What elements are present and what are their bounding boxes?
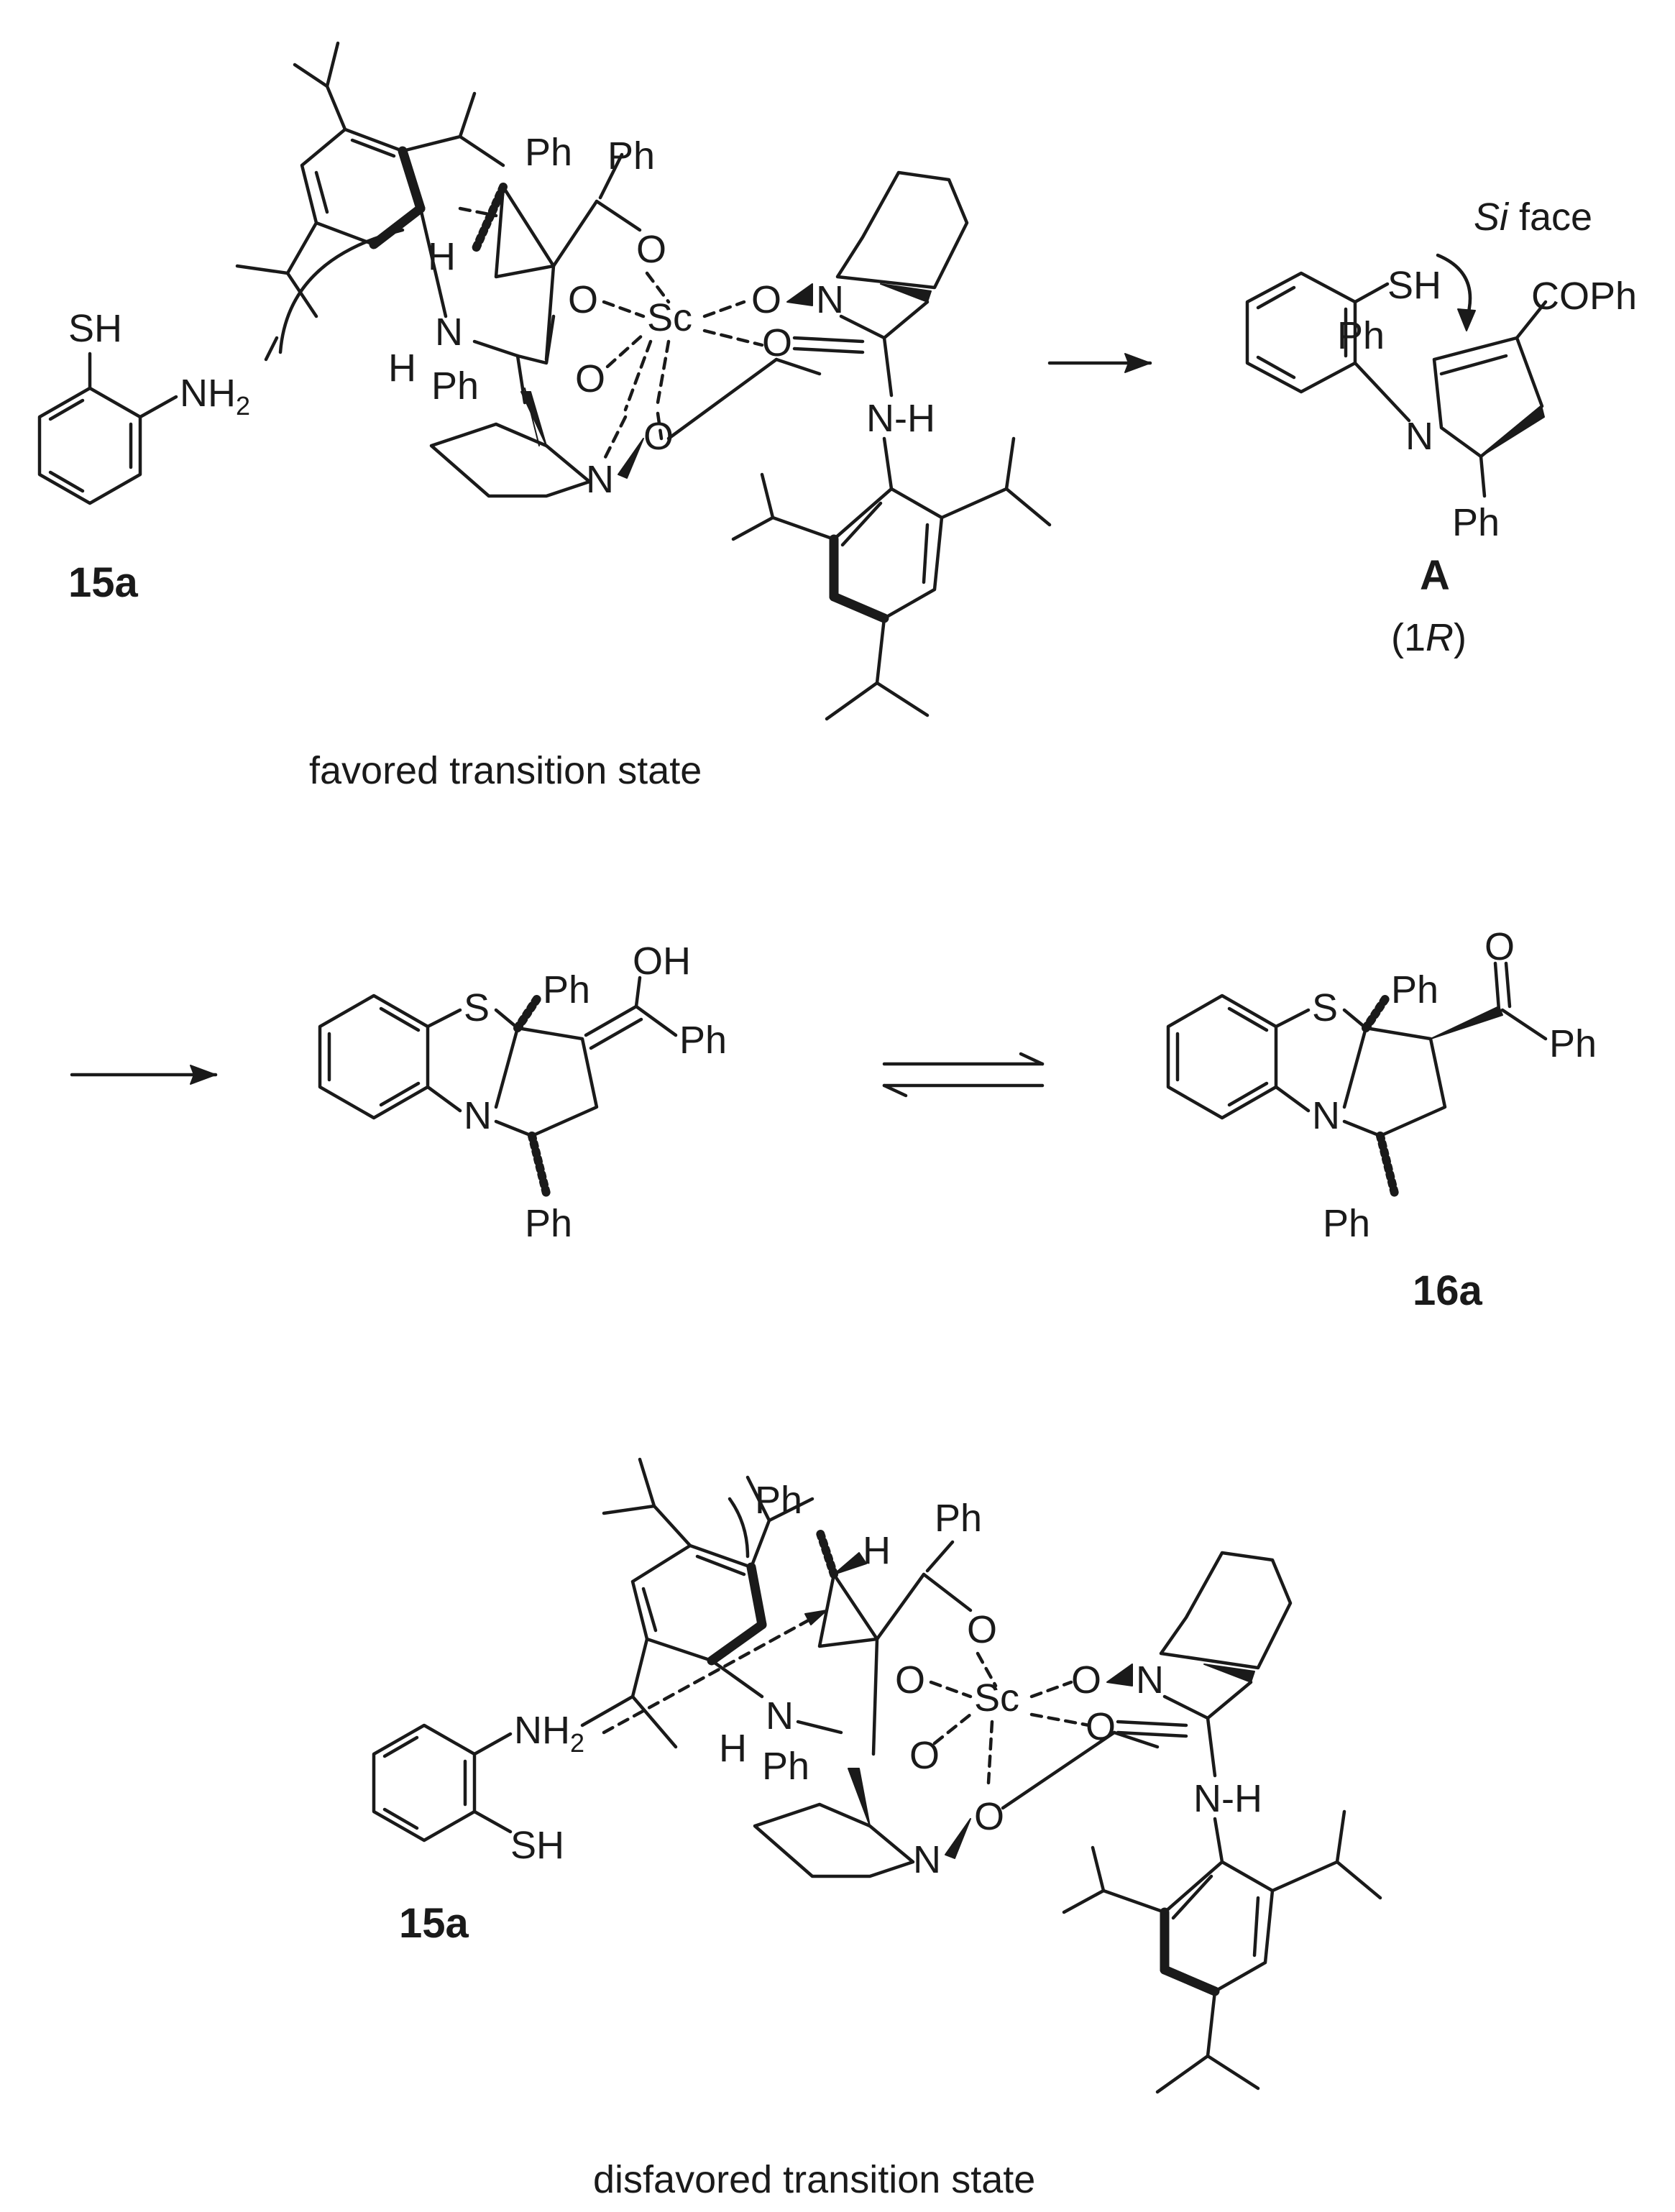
disfavored-approach-line [602,1608,829,1735]
disfavored-transition-state: Ph Ph H O N H O Sc O Ph N O O N [580,1457,1382,2201]
n-oxide-o-upper: O [751,278,781,321]
dis-ph-label-3: Ph [762,1745,809,1788]
sh-label: SH [68,307,122,350]
benzene-ring [37,386,142,505]
cyclopropane [494,185,556,279]
enol-n-label: N [464,1094,492,1137]
compound-label-15a-top: 15a [68,559,139,606]
compound-A: Si face SH Ph N COPh Ph A (1R) [1245,196,1637,659]
dis-ph-label-1: Ph [755,1479,802,1522]
si-face-label: Si face [1474,196,1592,239]
dis-carbonyl-o-1: O [967,1608,997,1651]
dis-h-label-1: H [863,1529,891,1572]
dis-carbonyl-o-3: O [1086,1705,1116,1748]
equilibrium-arrows [882,1052,1045,1098]
compound-16a: S N Ph O Ph Ph 16a [1166,925,1597,1314]
A-configuration: (1R) [1391,616,1467,659]
dis-n-oxide-n-upper: N [1136,1658,1164,1702]
compound-label-15a-bottom: 15a [399,1900,469,1947]
dis-amide-nh-right: N-H [1193,1777,1262,1820]
benzene-ring-bottom [372,1723,477,1842]
enol-intermediate: S N Ph OH Ph Ph [318,940,727,1245]
h-label-1: H [428,235,456,278]
arrowhead-2 [190,1065,216,1085]
dihydropyrrole-ring [1432,336,1544,459]
dis-cyclopropane [817,1572,879,1648]
caption-disfavored: disfavored transition state [593,2158,1035,2201]
dis-piperidine-ring-upper [1159,1551,1293,1670]
dis-n-oxide-o-lower: O [974,1795,1004,1838]
compound-label-16a: 16a [1413,1267,1483,1314]
dis-n-oxide-o-upper: O [1071,1658,1101,1702]
steric-clash-arc [278,228,405,354]
nh2-label: NH2 [180,372,250,421]
n-oxide-n-lower: N [586,458,614,501]
compound-15a-bottom: NH2 SH 15a [372,1709,584,1947]
dis-n-oxide-n-lower: N [913,1838,941,1881]
piperidine-ring-upper [835,170,969,290]
A-coph-label: COPh [1531,275,1637,318]
16a-o-label: O [1484,925,1515,968]
16a-ph-label-1: Ph [1391,968,1438,1011]
enol-oh-label: OH [633,940,691,983]
ph-label-3: Ph [431,364,479,408]
amide-h-left: H [388,347,416,390]
ph-label-1: Ph [525,131,572,174]
dis-carbonyl-o-2: O [909,1734,940,1777]
dis-scandium-label: Sc [974,1676,1019,1720]
16a-s-label: S [1312,986,1338,1029]
16a-benzene-ring [1166,993,1278,1120]
16a-ph-label-3: Ph [1323,1202,1370,1245]
A-ph-label-2: Ph [1452,501,1500,544]
amide-nh-right: N-H [866,397,935,440]
dis-ph-label-2: Ph [935,1497,982,1540]
n-oxide-n-upper: N [816,278,844,321]
enol-benzene-ring [318,993,430,1120]
sh-label-bottom: SH [510,1824,564,1867]
carbonyl-o-2: O [575,357,605,400]
amide-n-left: N [435,311,463,354]
enol-s-label: S [464,986,490,1029]
nh2-label-bottom: NH2 [514,1709,584,1758]
scandium-label: Sc [647,296,692,339]
ester-o-1: O [568,278,598,321]
A-sh-label: SH [1387,264,1441,307]
dis-amide-n-left: N [766,1694,794,1738]
enol-ph-label-3: Ph [525,1202,572,1245]
dis-amide-h-left: H [719,1727,747,1770]
A-n-label: N [1405,415,1433,458]
carbonyl-o-3: O [762,321,792,364]
enol-ph-label-1: Ph [543,968,590,1011]
dis-ester-o-1: O [895,1658,925,1702]
enol-ph-label-2: Ph [679,1019,727,1062]
compound-15a-top: SH NH2 15a [37,307,250,606]
compound-label-A: A [1420,552,1450,599]
piperidine-ring-lower [429,422,592,498]
caption-favored: favored transition state [309,749,702,792]
carbonyl-o-1: O [636,228,666,271]
16a-ph-label-2: Ph [1549,1022,1597,1065]
A-ph-label-1: Ph [1337,314,1385,357]
16a-n-label: N [1312,1094,1340,1137]
favored-transition-state: N H Ph Ph H O O Sc O Ph N O [235,41,1052,792]
dis-piperidine-ring-lower [753,1802,915,1878]
arrowhead-1 [1124,353,1151,373]
